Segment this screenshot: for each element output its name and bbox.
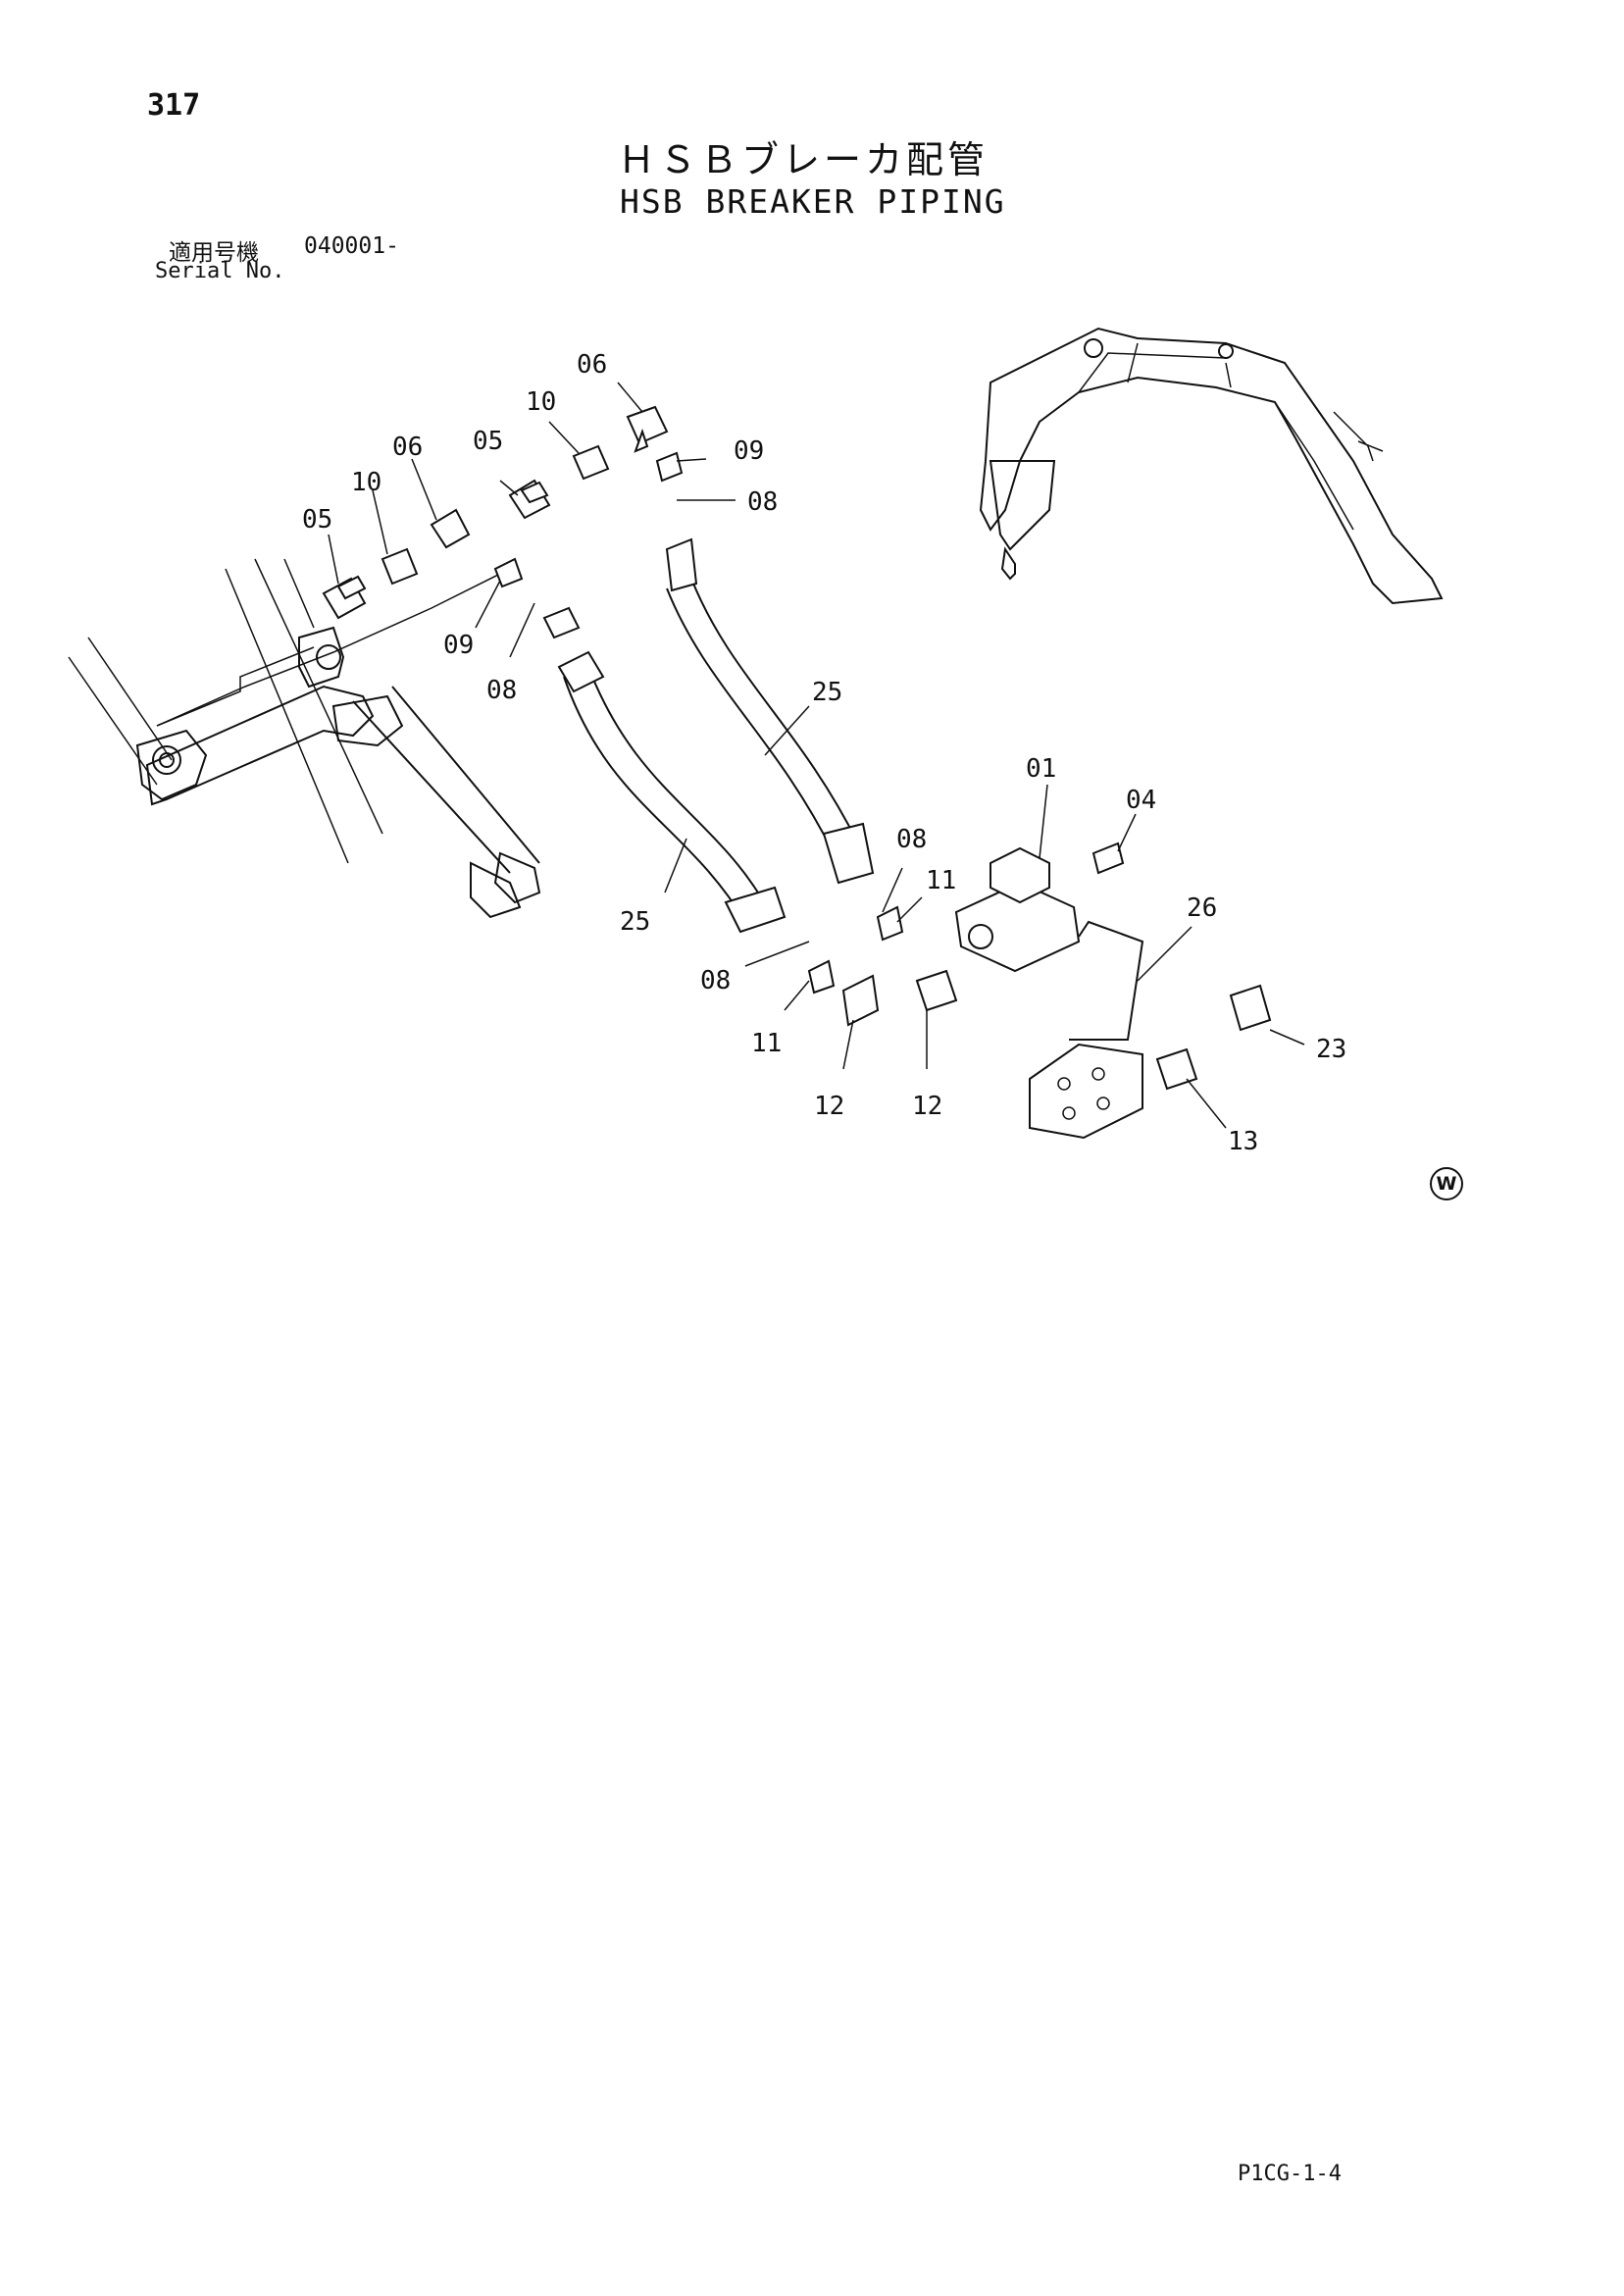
title-japanese: ＨＳＢブレーカ配管 — [618, 138, 990, 181]
callout-12-left: 12 — [814, 1092, 844, 1121]
callout-09-left: 09 — [443, 631, 474, 660]
callout-10-top: 10 — [526, 387, 556, 417]
callout-08-right: 08 — [747, 487, 778, 517]
hoses — [542, 537, 875, 934]
callout-09-right: 09 — [734, 436, 764, 466]
serial-number-value: 040001- — [304, 233, 399, 259]
w-circle-mark: W — [1430, 1167, 1463, 1200]
callout-13: 13 — [1228, 1127, 1258, 1156]
excavator-boom-illustration — [979, 327, 1444, 605]
title-english: HSB BREAKER PIPING — [620, 182, 1006, 221]
serial-label-english: Serial No. — [155, 259, 285, 283]
upper-left-fittings — [322, 405, 684, 620]
machine-side-piping — [68, 558, 541, 919]
valve-assembly — [807, 842, 1272, 1140]
callout-25-lower: 25 — [620, 907, 650, 937]
callout-08-valve: 08 — [896, 825, 927, 854]
document-code: P1CG-1-4 — [1238, 2162, 1342, 2186]
callout-11-upper: 11 — [926, 866, 956, 895]
callout-labels: 06 10 05 06 10 05 09 08 09 08 25 25 01 0… — [302, 350, 1346, 1156]
leader-lines — [328, 382, 1305, 1129]
callout-23: 23 — [1316, 1035, 1346, 1064]
callout-08-lower: 08 — [700, 966, 731, 995]
callout-06-left: 06 — [392, 433, 423, 462]
callout-04: 04 — [1126, 786, 1156, 815]
callout-25-upper: 25 — [812, 678, 842, 707]
callout-26: 26 — [1187, 893, 1217, 923]
callout-05-left: 05 — [302, 505, 332, 535]
callout-10-left: 10 — [351, 468, 381, 497]
callout-05-top: 05 — [473, 427, 503, 456]
page-number: 317 — [147, 88, 201, 123]
callout-01: 01 — [1026, 754, 1056, 784]
callout-12-right: 12 — [912, 1092, 942, 1121]
callout-06-top: 06 — [577, 350, 607, 380]
serial-label-japanese: 適用号機 — [169, 240, 259, 266]
callout-11-lower: 11 — [751, 1029, 782, 1058]
callout-08-left: 08 — [486, 676, 517, 705]
